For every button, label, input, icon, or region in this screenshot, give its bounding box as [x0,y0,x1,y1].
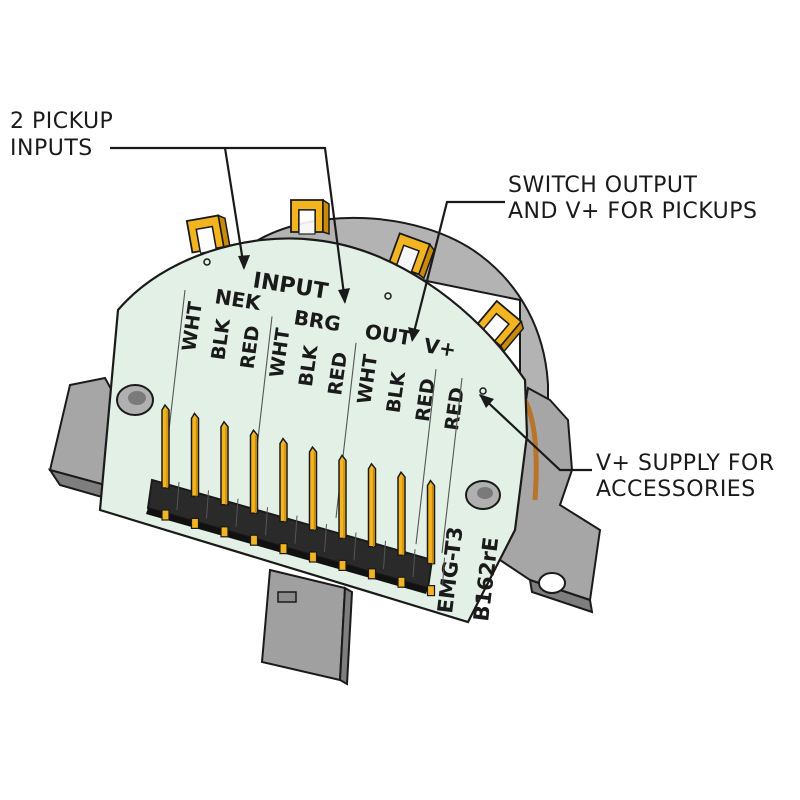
header-pin-tip [338,559,347,572]
header-pin [161,403,170,489]
header-pin-tip [220,526,229,538]
solder-tab-icon [185,214,232,254]
callout-leaders [110,146,592,472]
header-pin [367,462,377,548]
housing-copper-edge [522,398,539,501]
solder-tab-icon [290,198,330,236]
switch-lever-stub [277,591,297,603]
arrowhead-nek [238,255,250,270]
header-pin-tip [367,568,377,580]
callout-vplus-supply: V+ SUPPLY FOR ACCESSORIES [596,451,775,502]
header-pin [279,437,288,523]
pcb-dot [384,292,392,300]
header-pin [426,479,436,565]
board-label-vplus: V+ [422,333,458,362]
callout-vplus-supply-line2: ACCESSORIES [596,477,756,502]
header-pin-tip [249,534,259,546]
callout-pickup-inputs-line2: INPUTS [10,136,93,161]
mounting-hole-icon [116,384,154,416]
label-divider-line [415,369,437,545]
callout-switch-output-line2: AND V+ FOR PICKUPS [508,199,757,224]
header-pin-tip [279,542,288,555]
arrowhead-brg [338,288,350,304]
callout-switch-output: SWITCH OUTPUT AND V+ FOR PICKUPS [508,173,757,224]
header-pin [249,428,259,514]
header-pin-tip [308,551,318,563]
leader-switch-output [410,200,505,341]
leader-vplus-supply [479,394,592,472]
callout-pickup-inputs: 2 PICKUP INPUTS [10,109,113,161]
pin-header-icon [146,403,445,597]
leader-pickup-inputs [110,146,347,303]
arrowheads [238,255,494,408]
mounting-hole-icon [465,480,501,510]
right-ear-hole [538,572,566,594]
header-pin-tip [190,517,200,530]
header-pin [338,454,347,540]
arrowhead-out [408,327,420,342]
pcb-dot [203,258,211,266]
header-pin [190,412,200,498]
header-pin [220,420,229,506]
switch-lever [260,568,347,682]
callout-vplus-supply-line1: V+ SUPPLY FOR [596,451,775,476]
header-pin [308,445,318,531]
label-divider-line [441,377,463,554]
callout-pickup-inputs-line1: 2 PICKUP [10,109,113,134]
header-pin [397,470,406,556]
header-pin-tip [161,509,170,521]
switch-lever-side [338,586,354,686]
pcb-dot [479,387,487,395]
leader-pickup-inputs-nek [223,147,246,269]
arrowhead-vplus [479,394,494,408]
callout-switch-output-line1: SWITCH OUTPUT [508,173,697,198]
header-pin-tip [426,584,436,597]
header-pin-tip [397,576,406,588]
